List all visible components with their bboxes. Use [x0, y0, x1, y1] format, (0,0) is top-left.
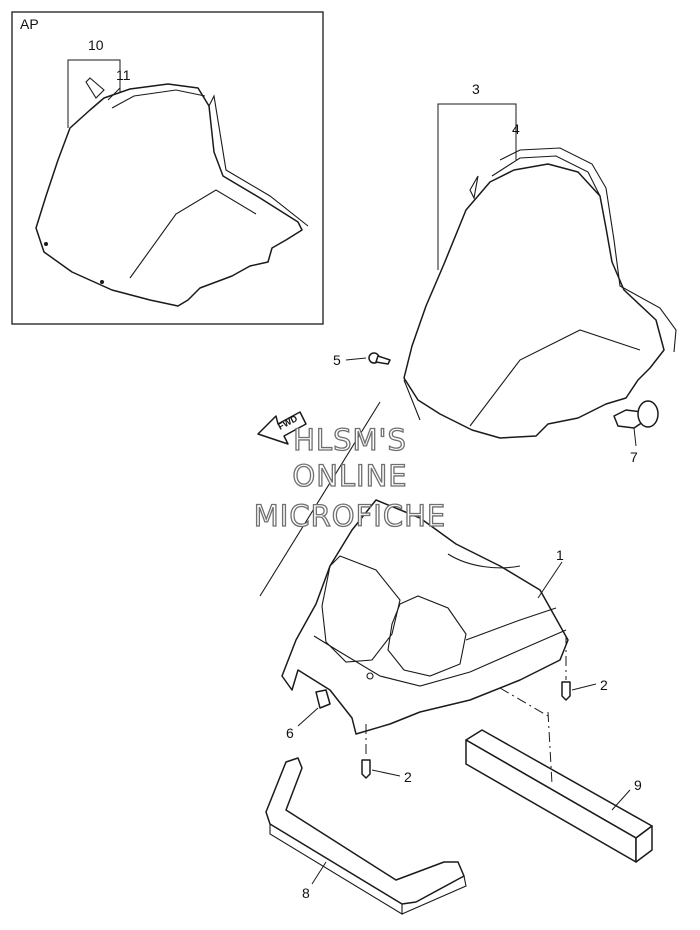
grommet-6: 6 — [286, 689, 331, 741]
nut-knob — [637, 400, 659, 428]
callout-10: 10 — [88, 37, 104, 53]
foam-end — [635, 825, 653, 863]
inset-ap: AP 10 11 — [11, 11, 324, 325]
inset-trim-inner — [111, 89, 206, 109]
foam-channel-depth-end — [401, 875, 467, 915]
foam-channel-8: 8 — [265, 757, 467, 915]
windshield-trim — [499, 147, 677, 353]
callout-5: 5 — [333, 352, 341, 368]
cowling-headlight-right — [387, 595, 467, 677]
leader-6 — [297, 707, 319, 727]
inset-fold-line — [129, 189, 257, 279]
nut-7: 7 — [613, 400, 659, 465]
cowling-headlight-left — [321, 555, 401, 663]
callout-9: 9 — [634, 777, 642, 793]
cowling-assembly: 1 — [281, 499, 569, 735]
leader-2a — [571, 683, 597, 691]
leader-8 — [311, 861, 327, 885]
windshield-clip — [469, 175, 479, 200]
inset-hole — [100, 280, 104, 284]
bolt-2-lower: 2 — [361, 724, 412, 785]
cowling-panel-line — [465, 607, 557, 641]
windshield-trim-inner — [491, 155, 601, 197]
leader-7 — [633, 427, 637, 447]
watermark: HLSM'S ONLINE MICROFICHE — [253, 422, 446, 533]
foam-guide-2 — [499, 687, 549, 717]
inset-trim-edge — [208, 94, 309, 227]
foam-guide — [547, 711, 553, 785]
leader-10 — [67, 59, 121, 128]
screw-5: 5 — [333, 352, 391, 368]
foam-block-9: 9 — [465, 687, 653, 863]
leader-5 — [345, 357, 367, 361]
watermark-line-1: HLSM'S — [293, 423, 407, 457]
cowling-lower-trim — [313, 629, 567, 687]
callout-2b: 2 — [404, 769, 412, 785]
callout-11: 11 — [116, 67, 131, 83]
leader-11 — [107, 87, 121, 101]
leader-1 — [537, 561, 563, 599]
bolt-2-upper: 2 — [561, 636, 608, 701]
callout-2a: 2 — [600, 677, 608, 693]
cowling-vent — [447, 553, 521, 569]
windshield-fold-line — [469, 329, 641, 427]
watermark-line-2: ONLINE — [292, 459, 407, 493]
cowling — [281, 499, 569, 735]
leader-9 — [611, 789, 631, 811]
callout-1: 1 — [556, 547, 564, 563]
foam-channel — [265, 757, 465, 905]
inset-windshield — [35, 83, 303, 307]
assembly-guide-right — [403, 379, 421, 421]
callout-6: 6 — [286, 725, 294, 741]
bolt-body — [561, 681, 571, 701]
leader-3 — [437, 103, 517, 270]
foam-channel-depth — [269, 824, 403, 915]
callout-3: 3 — [472, 81, 480, 97]
windshield-assembly: 3 4 — [403, 81, 677, 439]
fwd-arrow-shape — [257, 411, 307, 445]
assembly-guide-left — [259, 401, 381, 597]
callout-4: 4 — [512, 121, 520, 137]
watermark-line-3: MICROFICHE — [254, 499, 446, 533]
callout-8: 8 — [302, 885, 310, 901]
inset-clip — [85, 77, 105, 99]
windshield — [403, 163, 665, 439]
inset-frame — [11, 11, 324, 325]
leader-2b — [371, 769, 401, 777]
inset-hole — [44, 242, 48, 246]
grommet-body — [315, 689, 331, 709]
foam-top — [465, 729, 653, 839]
cowling-hole — [366, 672, 374, 680]
screw-shank — [375, 355, 391, 365]
inset-label: AP — [20, 16, 39, 32]
callout-7: 7 — [630, 449, 638, 465]
bolt-body — [361, 759, 371, 779]
